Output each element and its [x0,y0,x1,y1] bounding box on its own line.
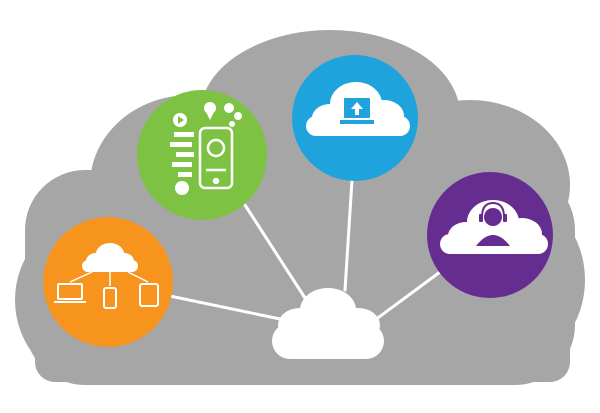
monitor-upload-icon [340,98,374,124]
connector-support [373,270,442,322]
phone-icon [103,287,117,309]
connector-upload [343,178,354,292]
connectors [163,178,442,322]
node-devices [43,217,173,347]
smartphone-icon [198,126,234,190]
connector-apps [243,203,307,300]
cloud-icon [82,243,138,272]
connector-devices [163,293,287,322]
node-upload [292,55,418,181]
headset-user-icon [476,201,510,246]
play-icon [173,113,187,127]
node-apps [137,90,267,220]
laptop-icon [54,283,86,303]
map-pin-icon [204,102,216,120]
refresh-icon [175,181,189,195]
node-support [427,172,553,298]
tablet-icon [139,283,159,307]
gear-icon [224,103,242,127]
chat-bubble-icon [170,132,194,177]
hub-cloud-icon [272,288,384,359]
